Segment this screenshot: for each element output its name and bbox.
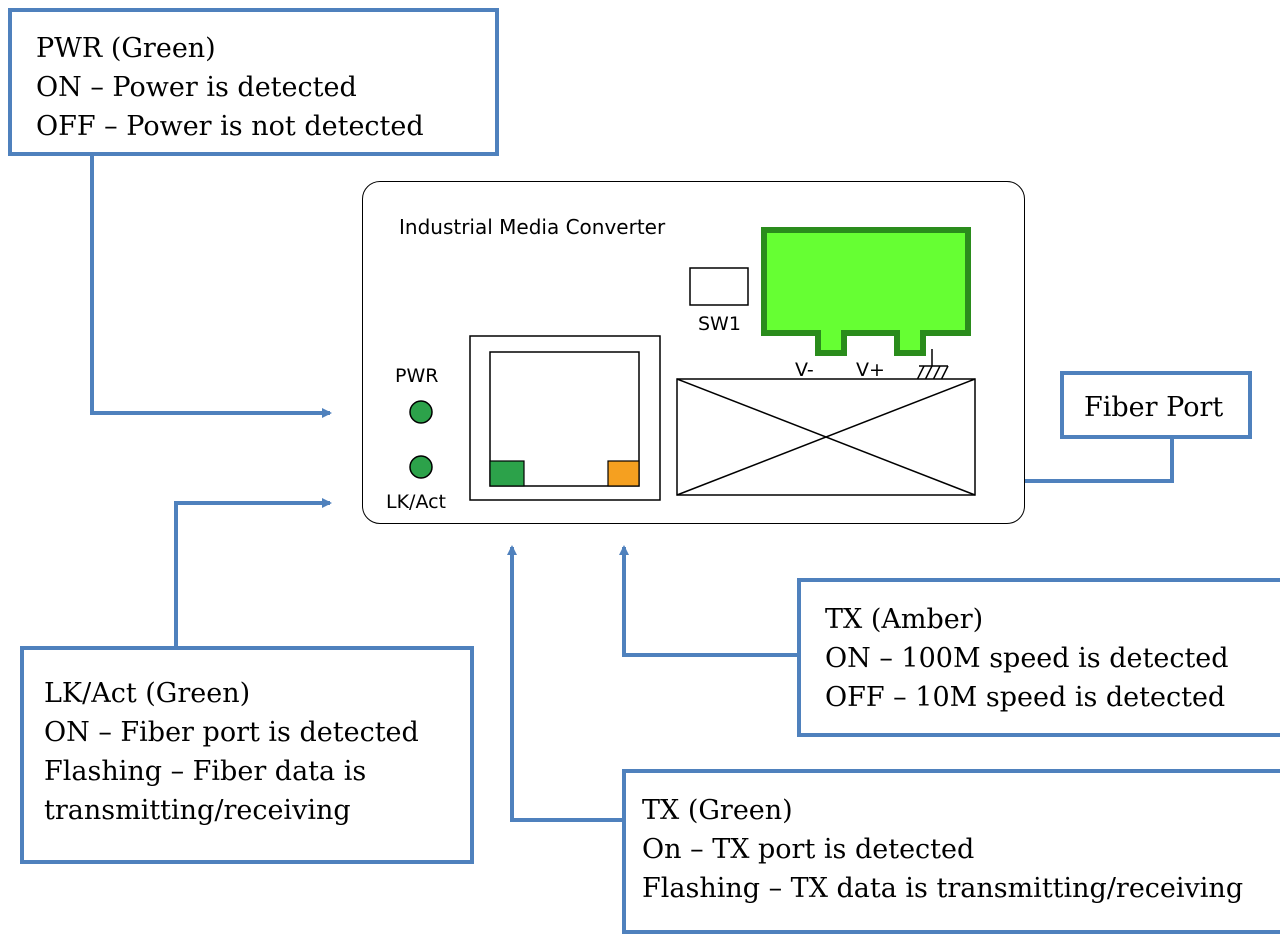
lkact-callout-line-1: LK/Act (Green) [44,678,251,709]
tx-green-callout-line-2: On – TX port is detected [642,834,975,865]
tx-amber-connector-arrow [619,545,798,657]
pwr-connector-arrow [90,155,332,418]
pwr-callout-line-2: ON – Power is detected [36,72,357,103]
pwr-callout-line-1: PWR (Green) [36,33,216,64]
sw1-label: SW1 [698,313,741,335]
tx-green-connector-arrow [507,545,624,822]
v-minus-label: V- [795,359,814,381]
tx-amber-callout-line-1: TX (Amber) [825,604,984,635]
v-plus-label: V+ [856,359,885,381]
fiber-port [676,378,976,496]
lkact-led [409,455,433,479]
lkact-callout-line-2: ON – Fiber port is detected [44,717,419,748]
power-terminal-block [761,227,971,356]
pwr-callout: PWR (Green) ON – Power is detected OFF –… [8,8,499,156]
lkact-led-label: LK/Act [386,491,447,513]
tx-amber-led [607,460,640,487]
device-title: Industrial Media Converter [399,215,666,239]
tx-amber-callout: TX (Amber) ON – 100M speed is detected O… [797,578,1280,737]
tx-amber-callout-line-2: ON – 100M speed is detected [825,643,1229,674]
tx-green-callout-line-3: Flashing – TX data is transmitting/recei… [642,873,1244,904]
tx-green-callout: TX (Green) On – TX port is detected Flas… [622,769,1280,934]
fiber-connector-arrow [1015,437,1174,486]
fiber-port-callout-line-1: Fiber Port [1084,392,1224,423]
pwr-callout-line-3: OFF – Power is not detected [36,111,424,142]
lkact-callout-line-4: transmitting/receiving [44,795,351,826]
lkact-callout: LK/Act (Green) ON – Fiber port is detect… [20,646,474,864]
pwr-led [409,400,433,424]
tx-green-led [489,460,525,487]
lkact-connector-arrow [174,498,332,648]
pwr-led-label: PWR [395,365,439,387]
ground-icon [916,349,949,381]
sw1-switch [689,267,749,306]
tx-green-callout-line-1: TX (Green) [642,795,793,826]
fiber-port-callout: Fiber Port [1060,371,1252,439]
lkact-callout-line-3: Flashing – Fiber data is [44,756,367,787]
tx-amber-callout-line-3: OFF – 10M speed is detected [825,682,1226,713]
